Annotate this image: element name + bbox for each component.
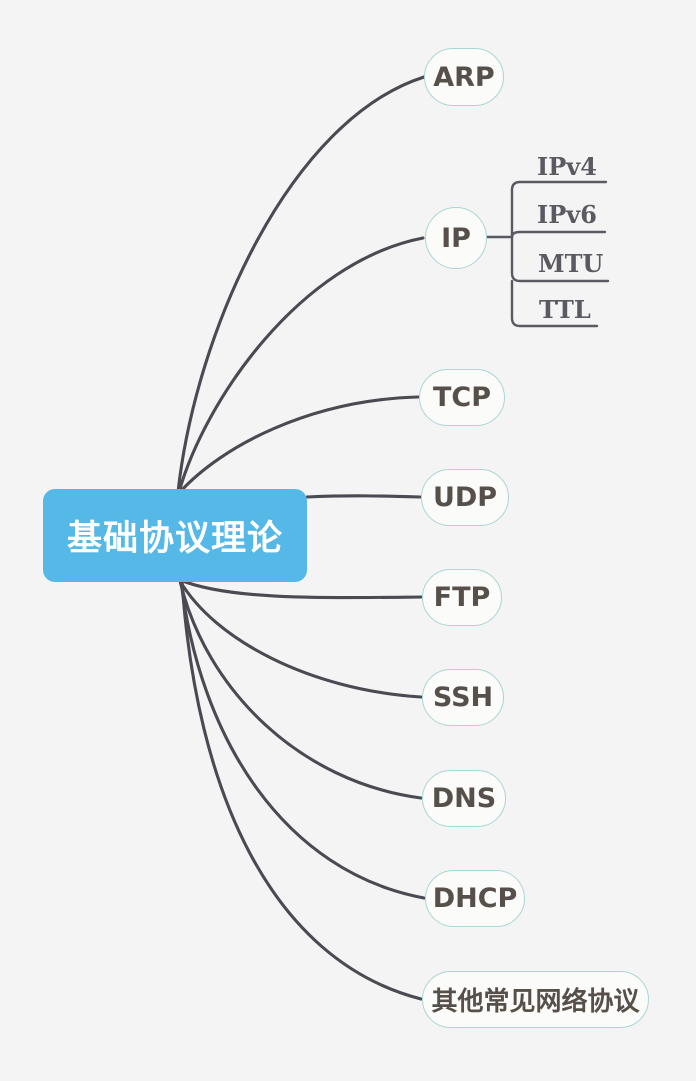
node-dhcp[interactable]: DHCP <box>425 870 525 927</box>
sub-node-ipv4[interactable]: IPv4 <box>537 152 597 181</box>
node-ip-label: IP <box>441 222 471 254</box>
node-arp[interactable]: ARP <box>424 48 504 106</box>
node-ssh-label: SSH <box>432 682 494 713</box>
edge-root-ip <box>177 236 425 494</box>
node-dhcp-label: DHCP <box>432 883 518 914</box>
edge-subline-ipv6 <box>510 230 607 239</box>
edge-root-ftp <box>178 578 423 600</box>
edge-root-dns <box>178 579 423 800</box>
edge-root-dhcp <box>179 579 426 900</box>
node-ftp[interactable]: FTP <box>422 569 502 626</box>
sub-node-mtu[interactable]: MTU <box>538 249 604 278</box>
sub-node-ipv6[interactable]: IPv6 <box>537 200 597 229</box>
edge-root-tcp <box>178 395 420 494</box>
node-dns[interactable]: DNS <box>422 770 506 827</box>
node-arp-label: ARP <box>433 61 495 93</box>
node-ip[interactable]: IP <box>425 207 487 269</box>
edge-root-udp <box>305 494 422 499</box>
node-other-protocols[interactable]: 其他常见网络协议 <box>422 971 649 1028</box>
node-tcp[interactable]: TCP <box>419 369 505 426</box>
root-node[interactable]: 基础协议理论 <box>43 489 307 582</box>
root-node-label: 基础协议理论 <box>66 519 283 559</box>
node-dns-label: DNS <box>431 783 497 814</box>
sub-node-ttl[interactable]: TTL <box>539 295 591 324</box>
edge-root-other <box>180 579 423 1001</box>
edge-root-arp <box>176 75 426 494</box>
node-udp-label: UDP <box>432 482 498 513</box>
edge-root-ssh <box>178 579 423 699</box>
node-udp[interactable]: UDP <box>421 469 509 526</box>
node-ssh[interactable]: SSH <box>422 669 504 726</box>
node-ftp-label: FTP <box>433 582 491 613</box>
node-other-protocols-label: 其他常见网络协议 <box>431 987 640 1017</box>
node-tcp-label: TCP <box>432 382 492 413</box>
